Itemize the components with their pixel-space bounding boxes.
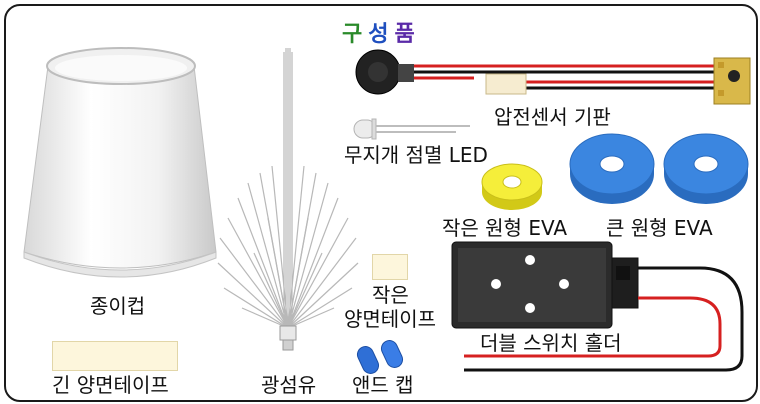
title-char-3: 품 [394,22,421,47]
end-cap-label: 앤드 캡 [352,373,414,397]
battery-holder-image [451,241,744,372]
long-tape-image [52,341,178,371]
rainbow-led-label: 무지개 점멸 LED [344,143,488,167]
page-title: 구성품 [342,16,421,48]
pressure-sensor-image [355,49,751,105]
small-eva-image [481,163,543,210]
long-tape-label: 긴 양면테이프 [52,373,169,397]
components-panel: 구성품 종이컵 긴 양면테이프 [4,4,758,402]
battery-holder-label: 더블 스위치 홀더 [480,331,622,355]
rainbow-led-image [353,118,470,140]
paper-cup-image [23,47,217,278]
large-eva-image [569,133,749,204]
large-eva-label: 큰 원형 EVA [606,216,713,240]
small-tape-label-line1: 작은 [372,283,409,307]
paper-cup-label: 종이컵 [90,294,146,318]
small-eva-label: 작은 원형 EVA [442,216,568,240]
small-tape-label-line2: 양면테이프 [344,307,436,331]
small-tape-image [372,254,408,280]
title-char-2: 성 [368,22,395,47]
pressure-sensor-label: 압전센서 기판 [494,105,611,129]
end-cap-image [356,340,404,374]
optical-fiber-label: 광섬유 [261,373,317,397]
title-char-1: 구 [342,22,369,47]
optical-fiber-image [217,48,359,351]
